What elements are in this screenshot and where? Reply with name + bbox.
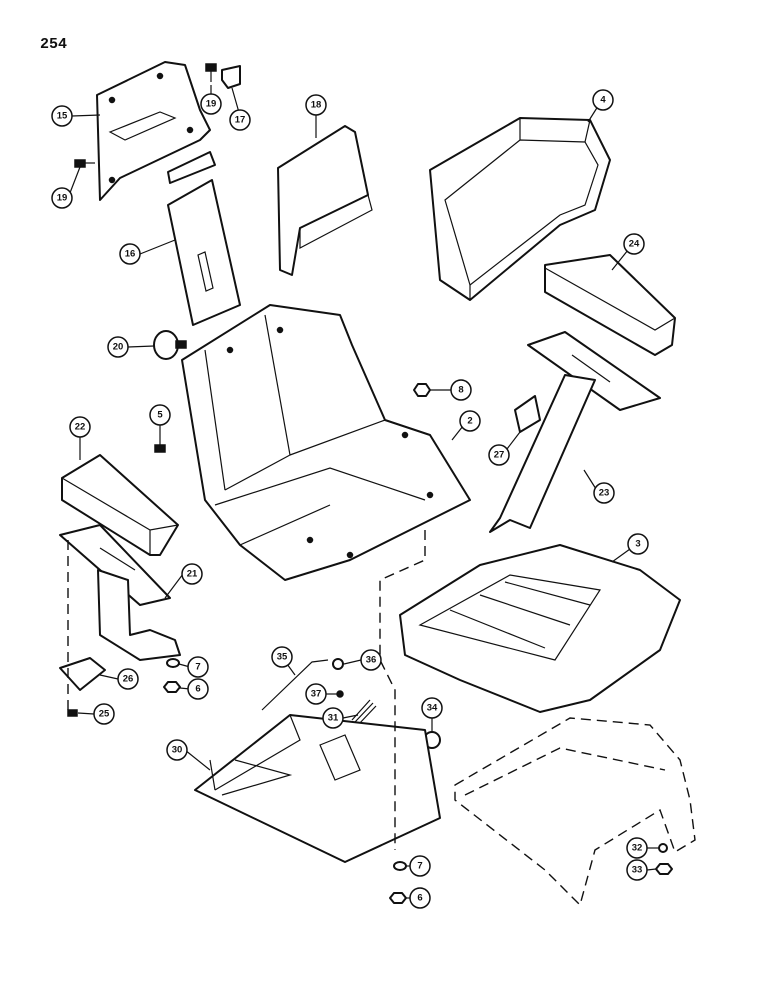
- svg-text:26: 26: [123, 674, 134, 685]
- callout-31: 31: [322, 707, 344, 729]
- dashed-support: [454, 717, 696, 907]
- svg-text:7: 7: [195, 662, 200, 673]
- callout-19-top: 19: [200, 93, 222, 115]
- part-5-bolt: [154, 440, 166, 453]
- part-21-left-arm-bracket: [59, 524, 181, 661]
- callout-6-left: 6: [187, 678, 209, 700]
- part-30-base-frame: [194, 714, 441, 863]
- svg-text:24: 24: [629, 239, 640, 250]
- callout-32: 32: [626, 837, 648, 859]
- part-2-seat-pan: [181, 304, 471, 581]
- svg-text:20: 20: [113, 342, 124, 353]
- svg-text:19: 19: [57, 193, 68, 204]
- leader-lines: [67, 85, 659, 899]
- callout-23: 23: [593, 482, 615, 504]
- svg-text:6: 6: [417, 893, 422, 904]
- part-37-pin: [336, 690, 344, 698]
- callout-30: 30: [166, 739, 188, 761]
- svg-text:35: 35: [277, 652, 288, 663]
- svg-text:34: 34: [427, 703, 438, 714]
- part-4-back-cushion: [429, 117, 611, 301]
- part-7-nut-bottom: [393, 861, 407, 871]
- part-24-right-armrest-pad: [544, 254, 676, 356]
- part-23-right-arm-bracket: [489, 331, 661, 533]
- callout-7-left: 7: [187, 656, 209, 678]
- svg-text:22: 22: [75, 422, 86, 433]
- callout-16: 16: [119, 243, 141, 265]
- svg-text:31: 31: [328, 713, 339, 724]
- part-19-bolt-top: [205, 63, 217, 82]
- svg-text:6: 6: [195, 684, 200, 695]
- callout-2: 2: [459, 410, 481, 432]
- callout-4: 4: [592, 89, 614, 111]
- part-17-clip: [221, 65, 241, 89]
- svg-text:15: 15: [57, 111, 68, 122]
- callout-15: 15: [51, 105, 73, 127]
- svg-text:36: 36: [366, 655, 377, 666]
- callout-17: 17: [229, 109, 251, 131]
- callout-7-bottom: 7: [409, 855, 431, 877]
- callout-3: 3: [627, 533, 649, 555]
- part-7-nut-left: [166, 658, 180, 668]
- part-22-left-armrest-pad: [61, 454, 179, 556]
- part-32-nut: [658, 843, 668, 853]
- callout-27: 27: [488, 444, 510, 466]
- part-3-seat-cushion: [399, 544, 681, 713]
- callout-18: 18: [305, 94, 327, 116]
- part-6-bolt-bottom: [389, 892, 407, 904]
- svg-text:32: 32: [632, 843, 643, 854]
- assembly-line-center: [379, 530, 426, 850]
- svg-text:18: 18: [311, 100, 322, 111]
- callout-24: 24: [623, 233, 645, 255]
- callout-22: 22: [69, 416, 91, 438]
- part-20-bumper: [153, 330, 187, 360]
- part-8-nut: [413, 383, 431, 397]
- svg-text:25: 25: [99, 709, 110, 720]
- part-16-slotted-bracket: [167, 151, 241, 326]
- part-15-back-plate: [96, 61, 211, 201]
- callout-6-bottom: 6: [409, 887, 431, 909]
- callout-25: 25: [93, 703, 115, 725]
- svg-text:4: 4: [600, 95, 606, 106]
- part-6-bolt-left: [163, 681, 181, 693]
- callout-36: 36: [360, 649, 382, 671]
- svg-text:3: 3: [635, 539, 640, 550]
- svg-text:16: 16: [125, 249, 136, 260]
- callout-8: 8: [450, 379, 472, 401]
- svg-text:17: 17: [235, 115, 246, 126]
- part-18-side-cover: [277, 125, 373, 276]
- svg-text:30: 30: [172, 745, 183, 756]
- callout-26: 26: [117, 668, 139, 690]
- part-19-bolt-left: [74, 159, 95, 168]
- svg-text:23: 23: [599, 488, 610, 499]
- callout-5: 5: [149, 404, 171, 426]
- callout-33: 33: [626, 859, 648, 881]
- svg-text:27: 27: [494, 450, 505, 461]
- svg-text:33: 33: [632, 865, 643, 876]
- part-35-rod: [261, 659, 329, 711]
- svg-text:19: 19: [206, 99, 217, 110]
- callout-37: 37: [305, 683, 327, 705]
- svg-text:8: 8: [458, 385, 463, 396]
- callout-19-left: 19: [51, 187, 73, 209]
- svg-text:37: 37: [311, 689, 322, 700]
- callout-20: 20: [107, 336, 129, 358]
- svg-text:21: 21: [187, 569, 198, 580]
- part-27-small-bracket: [514, 395, 541, 433]
- svg-text:7: 7: [417, 861, 422, 872]
- part-25-bolt: [67, 709, 78, 717]
- part-31-spring: [351, 699, 377, 726]
- callout-35: 35: [271, 646, 293, 668]
- part-36-washer: [332, 658, 344, 670]
- part-33-nut: [655, 863, 673, 875]
- callout-34: 34: [421, 697, 443, 719]
- page-number: 254: [40, 36, 68, 53]
- callout-21: 21: [181, 563, 203, 585]
- svg-text:5: 5: [157, 410, 163, 421]
- part-26-bracket: [59, 657, 106, 691]
- svg-text:2: 2: [467, 416, 472, 427]
